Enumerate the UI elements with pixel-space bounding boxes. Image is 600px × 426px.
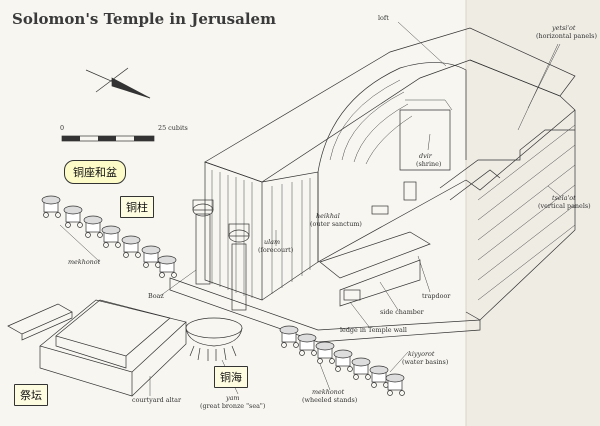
label-tselaot: tsela'ot: [552, 194, 576, 202]
label-kiyyorot-desc: (water basins): [402, 358, 448, 366]
callout-bronze-sea: 铜海: [214, 366, 248, 388]
label-mekhonot-right: mekhonot: [312, 388, 345, 396]
callout-bronze-pillar: 铜柱: [120, 196, 154, 218]
label-kiyyorot: kiyyorot: [408, 350, 435, 358]
label-ulam-desc: (forecourt): [258, 246, 293, 254]
label-yetsiot-desc: (horizontal panels): [536, 32, 597, 40]
label-dvir-desc: (shrine): [416, 160, 441, 168]
label-loft: loft: [378, 14, 389, 22]
label-courtyard-altar: courtyard altar: [132, 396, 182, 404]
label-yetsiot: yetsi'ot: [551, 24, 576, 32]
temple-building: [169, 27, 576, 343]
bronze-sea-yam: [185, 317, 243, 361]
compass-rose-icon: [85, 67, 151, 99]
label-heikhal-desc: (outer sanctum): [310, 220, 362, 228]
diagram-title: Solomon's Temple in Jerusalem: [12, 10, 276, 28]
courtyard-altar: [7, 299, 187, 397]
callout-bronze-stands: 铜座和盆: [64, 160, 126, 184]
label-mekhonot-left: mekhonot: [68, 258, 101, 266]
label-boaz: Boaz: [148, 292, 164, 300]
label-dvir: dvir: [419, 152, 433, 160]
label-trapdoor: trapdoor: [422, 292, 451, 300]
scale-max: 25 cubits: [158, 124, 188, 132]
scale-bar: 0 25 cubits: [60, 124, 188, 142]
diagram-labels: loft yetsi'ot (horizontal panels) dvir (…: [68, 14, 597, 410]
label-ledge: ledge in Temple wall: [340, 326, 407, 334]
label-mekhonot-right-desc: (wheeled stands): [302, 396, 357, 404]
label-heikhal: heikhal: [316, 212, 340, 220]
label-ulam: ulam: [264, 238, 280, 246]
bronze-pillar-boaz: [192, 199, 214, 285]
label-side-chamber: side chamber: [380, 308, 425, 316]
scale-zero: 0: [60, 124, 64, 132]
label-yam-desc: (great bronze "sea"): [200, 402, 265, 410]
label-yam: yam: [225, 394, 239, 402]
wheeled-stands-right: [279, 325, 405, 396]
label-tselaot-desc: (vertical panels): [538, 202, 591, 210]
bronze-pillar-jachin: [228, 223, 250, 311]
callout-altar: 祭坛: [14, 384, 48, 406]
wheeled-stands-left: [41, 195, 177, 278]
